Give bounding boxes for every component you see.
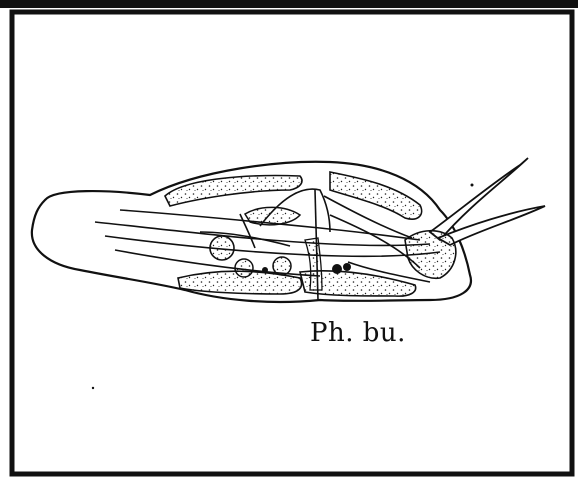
frame-border [12,12,572,474]
specimen-label: Ph. bu. [310,318,406,348]
stray-mark-1 [471,184,474,187]
gland-small-1 [332,264,342,274]
stray-mark-2 [92,387,94,389]
gland-small-2 [343,263,351,271]
organ-upper-right [330,172,422,219]
partial-heading-glyph [488,0,504,6]
